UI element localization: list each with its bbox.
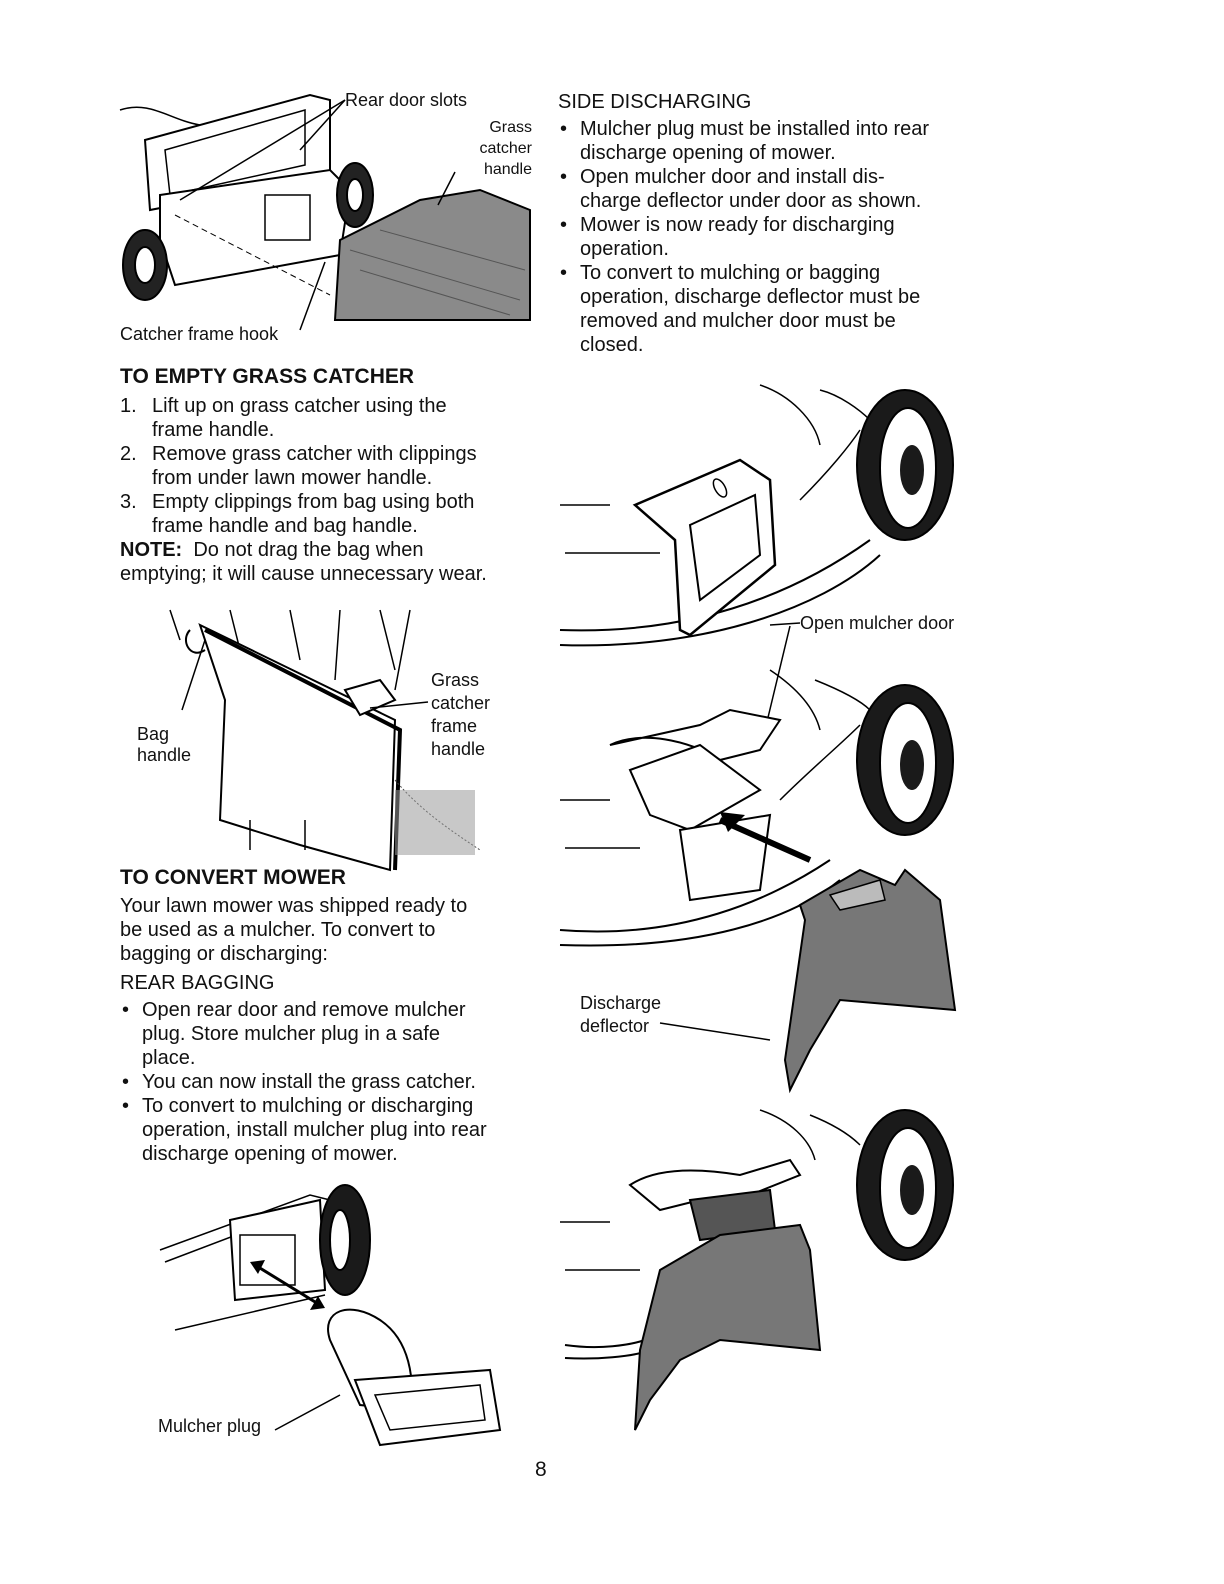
label-open-mulcher-door: Open mulcher door — [800, 613, 955, 633]
label-bag-handle: Bag handle — [137, 724, 192, 765]
section-empty-grass-catcher: TO EMPTY GRASS CATCHER 1.Lift up on gras… — [120, 365, 550, 586]
label-catcher-frame-hook: Catcher frame hook — [120, 324, 279, 344]
label-grass-catcher-frame-handle: Grass catcher frame handle — [431, 670, 491, 759]
list-item: •Mulcher plug must be installed into rea… — [560, 118, 930, 164]
heading-empty-grass-catcher: TO EMPTY GRASS CATCHER — [120, 365, 415, 388]
label-discharge-deflector: Discharge deflector — [580, 993, 662, 1036]
list-item: •You can now install the grass catcher. — [122, 1071, 476, 1093]
note-text: NOTE: Do not drag the bag when emptying;… — [120, 539, 487, 585]
label-grass-catcher-handle: Grass catcher handle — [479, 119, 532, 178]
side-discharging-list: •Mulcher plug must be installed into rea… — [558, 117, 978, 357]
heading-rear-bagging: REAR BAGGING — [120, 972, 275, 994]
section-convert-mower: TO CONVERT MOWER Your lawn mower was shi… — [120, 866, 550, 1166]
heading-side-discharging: SIDE DISCHARGING — [558, 91, 752, 113]
section-side-discharging: SIDE DISCHARGING •Mulcher plug must be i… — [558, 90, 978, 357]
convert-intro: Your lawn mower was shipped ready to be … — [120, 895, 468, 965]
label-rear-door-slots: Rear door slots — [345, 90, 468, 110]
list-item: •Open mulcher door and install dis-charg… — [560, 166, 922, 212]
page-number: 8 — [535, 1458, 547, 1481]
label-mulcher-plug: Mulcher plug — [158, 1416, 262, 1436]
heading-convert-mower: TO CONVERT MOWER — [120, 866, 346, 889]
